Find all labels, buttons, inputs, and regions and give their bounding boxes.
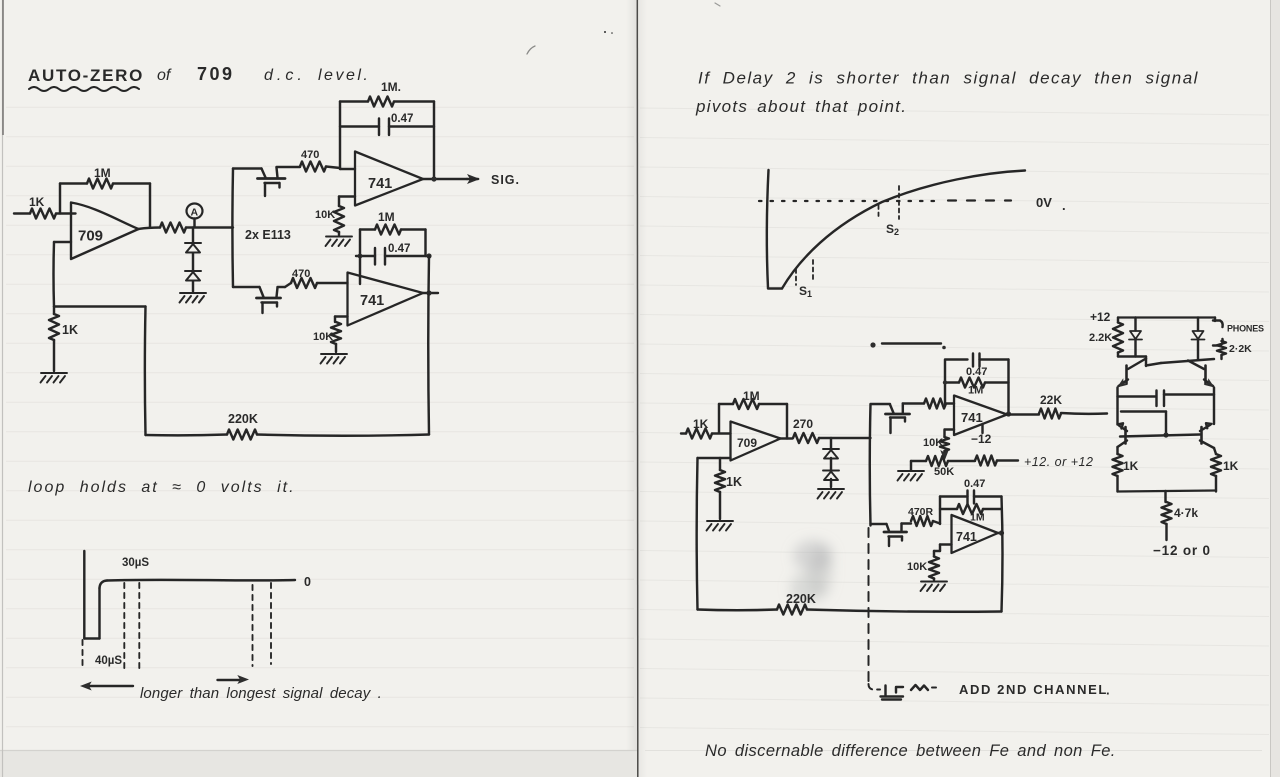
svg-text:741: 741 — [360, 293, 384, 309]
svg-text:40µS: 40µS — [95, 655, 122, 667]
svg-text:of: of — [157, 67, 172, 84]
svg-text:A: A — [191, 207, 199, 219]
svg-text:741: 741 — [368, 176, 392, 192]
svg-text:1M: 1M — [743, 389, 760, 403]
svg-text:ADD 2ND CHANNEL: ADD 2ND CHANNEL — [959, 682, 1108, 697]
svg-text:0V: 0V — [1036, 195, 1052, 210]
svg-text:741: 741 — [961, 410, 983, 425]
svg-text:.: . — [1106, 683, 1110, 698]
svg-text:1K: 1K — [693, 417, 709, 431]
svg-text:If Delay 2 is shorter than sig: If Delay 2 is shorter than signal decay … — [698, 69, 1199, 88]
svg-text:1K: 1K — [62, 323, 78, 337]
svg-text:30µS: 30µS — [122, 557, 149, 569]
svg-text:709: 709 — [78, 228, 103, 245]
svg-text:22K: 22K — [1040, 393, 1062, 407]
svg-text:270: 270 — [793, 417, 813, 431]
svg-text:1M: 1M — [968, 385, 983, 397]
svg-text:1M: 1M — [970, 512, 985, 524]
svg-text:No discernable difference betw: No discernable difference between Fe and… — [705, 742, 1116, 760]
svg-text:4·7k: 4·7k — [1174, 506, 1198, 520]
svg-text:loop holds at ≈ 0 volts it.: loop holds at ≈ 0 volts it. — [28, 479, 296, 496]
svg-text:50K: 50K — [934, 466, 954, 478]
svg-text:2x E113: 2x E113 — [245, 228, 291, 242]
svg-text:level.: level. — [318, 67, 370, 84]
svg-text:0.47: 0.47 — [388, 243, 410, 255]
svg-text:1M: 1M — [378, 210, 395, 224]
svg-text:longer than longest signal dec: longer than longest signal decay . — [140, 685, 382, 702]
svg-text:d.c.: d.c. — [264, 67, 306, 84]
svg-text:470: 470 — [301, 149, 319, 161]
svg-text:741: 741 — [956, 530, 977, 544]
svg-text:10K: 10K — [907, 561, 927, 573]
svg-text:0.47: 0.47 — [966, 366, 987, 378]
svg-text:10K: 10K — [313, 331, 333, 343]
svg-text:pivots about that point.: pivots about that point. — [695, 97, 907, 116]
svg-text:1M: 1M — [94, 166, 111, 180]
svg-text:709: 709 — [197, 64, 235, 84]
svg-text:−12: −12 — [971, 432, 992, 446]
svg-text:709: 709 — [737, 436, 757, 450]
svg-text:PHONES: PHONES — [1227, 324, 1264, 334]
svg-text:2.2K: 2.2K — [1089, 332, 1112, 344]
svg-text:−12 or 0: −12 or 0 — [1153, 543, 1211, 558]
svg-text:+12. or +12: +12. or +12 — [1024, 455, 1093, 469]
svg-text:+12: +12 — [1090, 310, 1111, 324]
svg-text:.: . — [1062, 198, 1066, 213]
svg-text:0.47: 0.47 — [964, 478, 985, 490]
svg-text:1K: 1K — [1223, 459, 1239, 473]
svg-text:470: 470 — [292, 268, 310, 280]
svg-text:2·2K: 2·2K — [1229, 343, 1252, 355]
svg-text:1K: 1K — [726, 475, 742, 489]
svg-text:1M.: 1M. — [381, 80, 401, 94]
svg-text:1K: 1K — [1123, 459, 1139, 473]
svg-text:SIG.: SIG. — [491, 173, 520, 187]
svg-text:220K: 220K — [228, 412, 258, 426]
svg-text:470R: 470R — [908, 506, 934, 518]
svg-text:220K: 220K — [786, 592, 816, 606]
svg-text:1K: 1K — [29, 195, 45, 209]
svg-text:0.47: 0.47 — [391, 113, 413, 125]
svg-text:AUTO-ZERO: AUTO-ZERO — [28, 66, 144, 85]
svg-text:10K: 10K — [315, 209, 335, 221]
svg-text:0: 0 — [304, 575, 311, 589]
svg-text:10K: 10K — [923, 437, 943, 449]
